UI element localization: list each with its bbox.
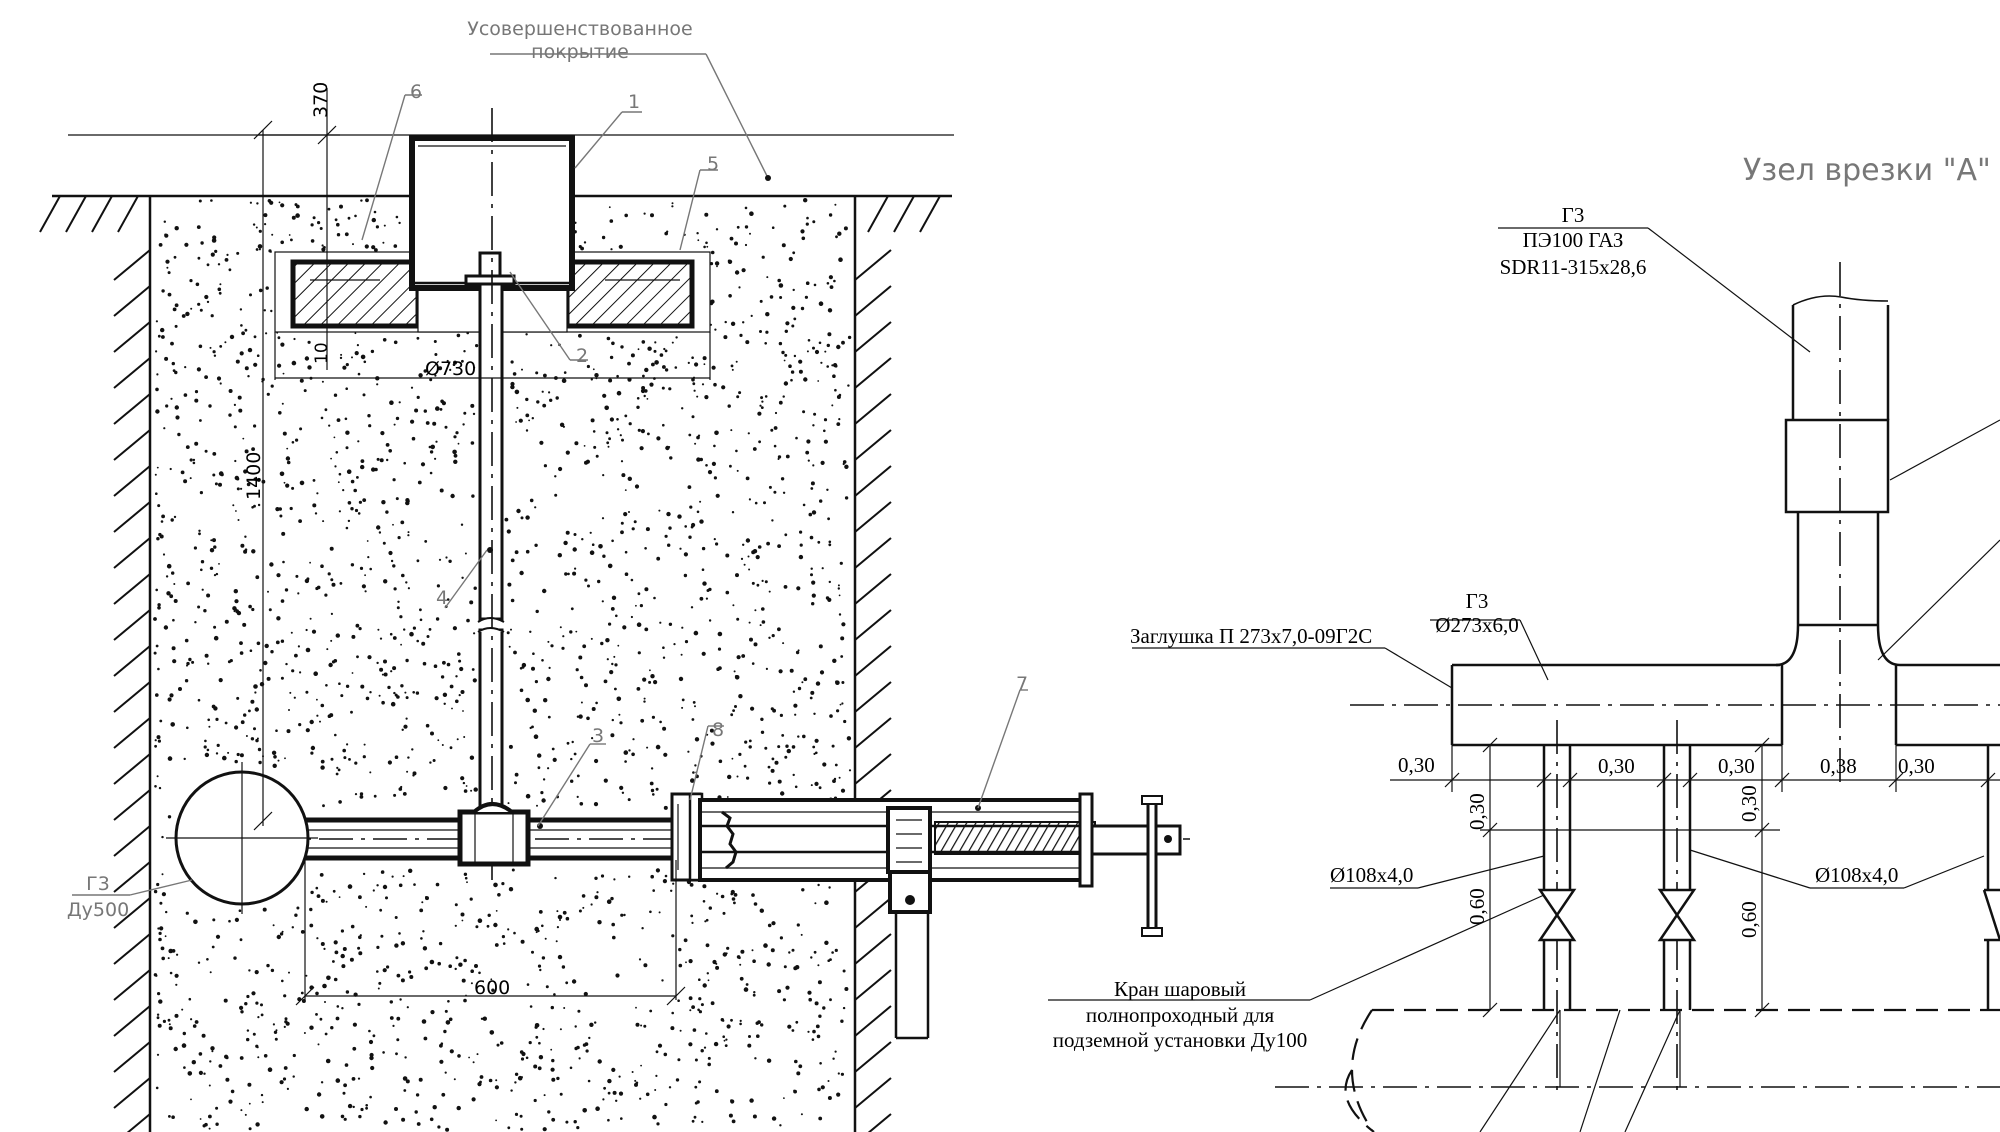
- branch-right-label: Ø108x4,0: [1815, 863, 1898, 887]
- dim-v3: 0,60: [1465, 888, 1489, 925]
- node-a-view: Узел врезки "А": [1048, 153, 2000, 1132]
- header-pipe: [1350, 663, 2000, 747]
- dim-600: 600: [474, 977, 510, 999]
- gas-main: [166, 762, 318, 914]
- dim-v2: 0,30: [1737, 785, 1761, 822]
- right-leaders: [1048, 227, 2000, 1001]
- position-4: 4: [436, 587, 448, 609]
- left-dimensions: [253, 88, 711, 1006]
- pe-pipe: [1775, 262, 1901, 790]
- dim-1400: 1400: [243, 452, 265, 500]
- riser-spindle: [464, 251, 516, 812]
- dim-h5: 0,30: [1898, 754, 1935, 778]
- position-8: 8: [712, 719, 724, 741]
- underground-main: [1275, 1008, 2000, 1132]
- dim-730: Ø730: [425, 358, 476, 380]
- small-branches: [1537, 720, 2000, 1090]
- earth-hatching: [39, 195, 941, 1132]
- dim-10: 10: [312, 342, 332, 364]
- trench-section: Усовершенствованное покрытие 1 2 3 4 5 6…: [39, 18, 1190, 1132]
- valve-label-line3: подземной установки Ду100: [1053, 1028, 1307, 1052]
- node-title: Узел врезки "А": [1743, 153, 1991, 188]
- dim-v1: 0,30: [1465, 793, 1489, 830]
- position-5: 5: [707, 153, 719, 175]
- pipe-label-line2: Ду500: [67, 899, 129, 921]
- header-pipe-line1: Г3: [1466, 589, 1489, 613]
- valve-label-line1: Кран шаровый: [1114, 977, 1246, 1001]
- valve-label-line2: полнопроходный для: [1086, 1003, 1275, 1027]
- pipe-label-line1: Г3: [86, 873, 110, 895]
- position-3: 3: [592, 725, 604, 747]
- branch-left-label: Ø108x4,0: [1330, 863, 1413, 887]
- header-pipe-line2: Ø273x6,0: [1435, 613, 1518, 637]
- position-6: 6: [410, 81, 422, 103]
- pe-pipe-line2: ПЭ100 ГАЗ: [1523, 228, 1624, 252]
- pe-pipe-line1: Г3: [1562, 203, 1585, 227]
- pe-pipe-line3: SDR11-315x28,6: [1500, 255, 1647, 279]
- valve-body: [457, 802, 543, 867]
- position-7: 7: [1016, 673, 1028, 695]
- left-leaders: [72, 53, 1028, 896]
- surface-label-line2: покрытие: [531, 41, 629, 63]
- right-dimensions: [1390, 737, 2000, 1018]
- tapping-machine: [670, 792, 1182, 1040]
- dim-370: 370: [310, 82, 332, 118]
- dim-h4: 0,38: [1820, 754, 1857, 778]
- cap-label: Заглушка П 273х7,0-09Г2С: [1130, 624, 1372, 648]
- position-1: 1: [628, 91, 640, 113]
- surface-label-line1: Усовершенствованное: [467, 18, 692, 40]
- position-2: 2: [576, 345, 588, 367]
- dim-v4: 0,60: [1737, 901, 1761, 938]
- dim-h3: 0,30: [1718, 754, 1755, 778]
- dim-h1: 0,30: [1398, 753, 1435, 777]
- dim-h2: 0,30: [1598, 754, 1635, 778]
